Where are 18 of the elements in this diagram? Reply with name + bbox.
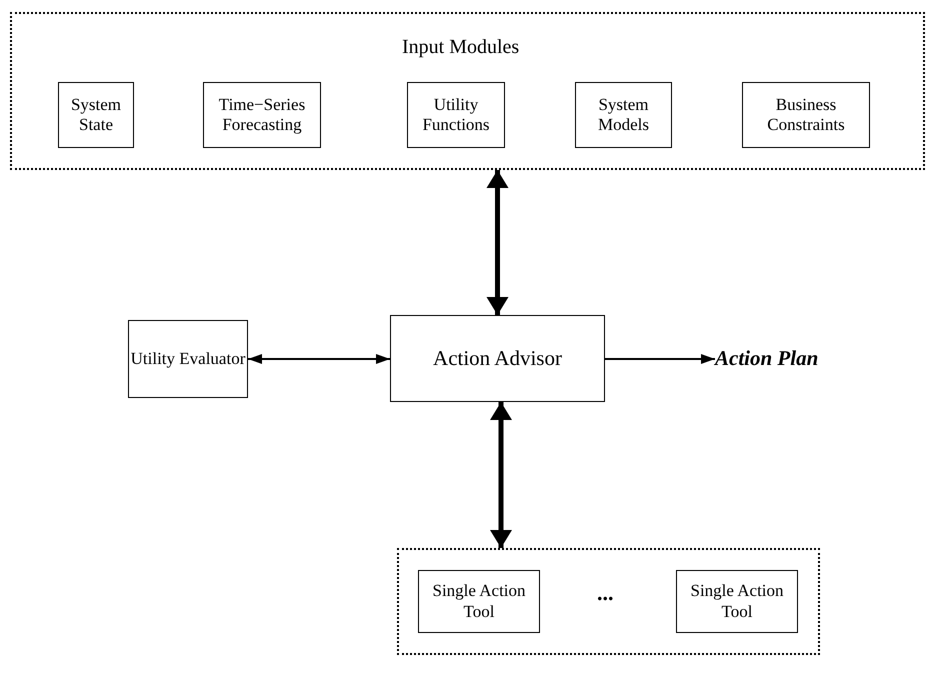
process-box: Utility Evaluator bbox=[128, 320, 248, 398]
process-box: Single Action Tool bbox=[418, 570, 540, 633]
double-arrow bbox=[486, 170, 508, 315]
output-label: Action Plan bbox=[715, 346, 818, 372]
process-box: System State bbox=[58, 82, 134, 148]
double-arrow bbox=[490, 402, 512, 548]
ellipsis: ... bbox=[597, 580, 614, 606]
dotted-group-frame bbox=[397, 548, 820, 655]
process-box: Action Advisor bbox=[390, 315, 605, 402]
process-box: Business Constraints bbox=[742, 82, 870, 148]
group-heading: Input Modules bbox=[402, 36, 520, 59]
process-box: System Models bbox=[575, 82, 672, 148]
process-box: Time−Series Forecasting bbox=[203, 82, 321, 148]
double-arrow bbox=[248, 354, 390, 364]
dotted-group-frame bbox=[10, 12, 925, 170]
process-box: Utility Functions bbox=[407, 82, 505, 148]
process-box: Single Action Tool bbox=[676, 570, 798, 633]
arrow bbox=[605, 354, 715, 364]
